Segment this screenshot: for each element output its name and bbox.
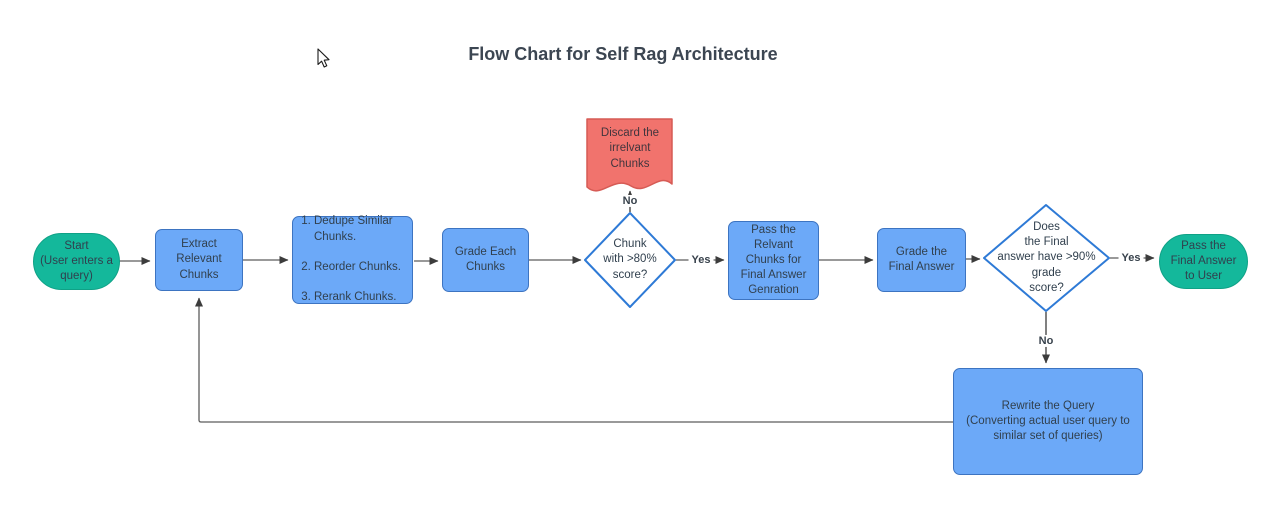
list-item: Reorder Chunks. — [314, 260, 410, 275]
connector-rewrite-extract-loop[interactable] — [195, 297, 953, 423]
mouse-cursor — [317, 48, 330, 68]
node-dedupe-reorder-rerank[interactable]: Dedupe Similar Chunks. Reorder Chunks. R… — [292, 215, 413, 304]
discard-document-shape[interactable] — [586, 118, 673, 192]
diagram-title: Flow Chart for Self Rag Architecture — [468, 44, 778, 64]
list-item: Dedupe Similar Chunks. — [314, 214, 410, 244]
node-rewrite-the-query[interactable]: Rewrite the Query (Converting actual use… — [953, 368, 1143, 475]
node-pass-relevant-chunks[interactable]: Pass the Relvant Chunks for Final Answer… — [728, 221, 819, 300]
node-grade-final-answer[interactable]: Grade the Final Answer — [877, 228, 966, 292]
node-extract-relevant-chunks[interactable]: Extract Relevant Chunks — [155, 229, 243, 291]
node-pass-final-answer-to-user[interactable]: Pass the Final Answer to User — [1159, 234, 1248, 289]
node-start[interactable]: Start (User enters a query) — [33, 233, 120, 290]
node-chunk-score-decision[interactable]: Chunk with >80% score? — [603, 238, 657, 281]
decision1-shape[interactable] — [584, 212, 676, 308]
edge-label-no-discard[interactable]: No — [619, 194, 641, 208]
edge-label-yes-pass-chunks[interactable]: Yes — [688, 253, 714, 267]
chunk-operations-list: Dedupe Similar Chunks. Reorder Chunks. R… — [293, 199, 412, 320]
edge-label-no-rewrite[interactable]: No — [1035, 334, 1057, 348]
node-answer-score-decision[interactable]: Does the Final answer have >90% grade sc… — [997, 221, 1096, 294]
node-grade-each-chunks[interactable]: Grade Each Chunks — [442, 228, 529, 292]
edge-label-yes-pass-answer[interactable]: Yes — [1118, 251, 1144, 265]
decision2-shape[interactable] — [983, 204, 1110, 312]
node-discard-irrelevant-chunks[interactable]: Discard the irrelvant Chunks — [600, 127, 660, 170]
list-item: Rerank Chunks. — [314, 290, 410, 305]
